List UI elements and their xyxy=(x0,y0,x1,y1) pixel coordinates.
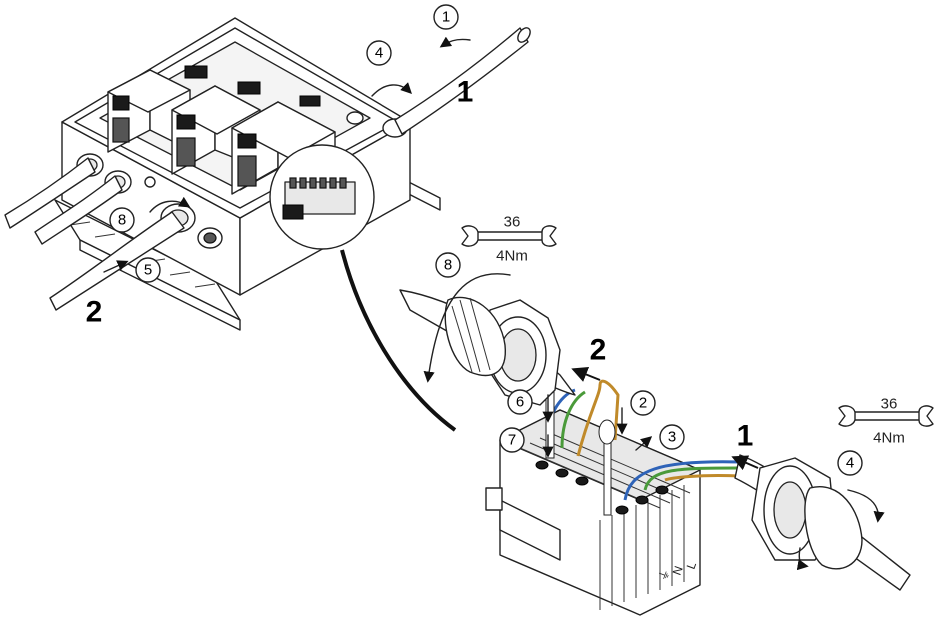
step-callout-6: 6 xyxy=(507,389,533,415)
cable-left-1 xyxy=(4,157,96,229)
svg-text:8: 8 xyxy=(444,257,452,274)
arrow-insert-1 xyxy=(731,455,759,471)
cable-label-2-left: 2 xyxy=(86,296,103,329)
step-callout-2: 2 xyxy=(630,390,656,416)
cable-label-1-top: 1 xyxy=(457,76,474,109)
step-callout-7: 7 xyxy=(499,427,525,453)
step-callout-8-detail: 8 xyxy=(435,252,461,278)
terminal-mark-l: L xyxy=(684,560,700,571)
wrench-torque-right: 4Nm xyxy=(873,430,905,447)
wrench-icon-right xyxy=(838,405,934,427)
svg-text:2: 2 xyxy=(639,395,647,412)
step-callout-1-top: 1 xyxy=(433,4,459,30)
svg-text:4: 4 xyxy=(375,45,383,62)
svg-text:1: 1 xyxy=(442,9,450,26)
step-callout-3: 3 xyxy=(659,424,685,450)
magnifier-circle xyxy=(269,144,375,250)
svg-text:4: 4 xyxy=(846,455,854,472)
wires xyxy=(546,379,741,501)
arrow-insert-2 xyxy=(571,367,601,382)
gland-left-detail xyxy=(444,296,561,406)
svg-text:7: 7 xyxy=(508,432,516,449)
wrench-labels-right: 36 4Nm xyxy=(873,396,905,447)
step-callout-4-right: 4 xyxy=(837,450,863,476)
wrench-size-right: 36 xyxy=(881,396,898,413)
junction-box xyxy=(54,17,441,331)
svg-text:8: 8 xyxy=(118,212,126,229)
svg-text:3: 3 xyxy=(668,429,676,446)
wrench-torque-left: 4Nm xyxy=(496,248,528,265)
terminal-mark-pe: ⏚ xyxy=(656,567,673,583)
svg-text:6: 6 xyxy=(516,394,524,411)
wrench-size-left: 36 xyxy=(504,214,521,231)
cable-top-right xyxy=(394,27,531,135)
svg-text:5: 5 xyxy=(144,262,152,279)
screwdriver-right xyxy=(598,419,616,516)
wrench-icon-left xyxy=(461,225,557,247)
wrench-labels-left: 36 4Nm xyxy=(496,214,528,265)
step-callout-8-top: 8 xyxy=(109,207,135,233)
cable-label-2-detail: 2 xyxy=(590,334,607,367)
gland-right-detail xyxy=(751,457,863,570)
step-callout-5: 5 xyxy=(135,257,161,283)
step-callout-4-top: 4 xyxy=(366,40,392,66)
cable-label-1-detail: 1 xyxy=(737,420,754,453)
cable-left-2 xyxy=(34,175,123,245)
